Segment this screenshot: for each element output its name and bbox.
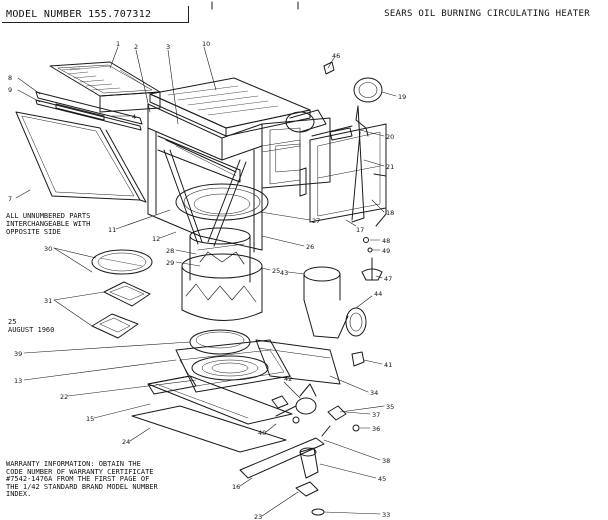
callout-label: 8 [8,74,12,82]
callout-label: 46 [332,52,340,60]
callout-label: 9 [8,86,12,94]
callout-label: 23 [254,513,262,520]
lower-side-panel [255,339,341,385]
callout-label: 4 [132,113,136,121]
duct-collar [285,109,327,133]
callout-label: 24 [122,438,130,446]
bottom-fittings [295,481,325,516]
inner-frame-rods [163,149,247,247]
bracket-parts [327,405,360,432]
callout-label: 33 [382,511,390,519]
callout-label: 29 [166,259,174,267]
callout-label: 30 [44,245,52,253]
callout-label: 1 [116,40,120,48]
callout-label: 41 [384,361,392,369]
combustion-pot [181,253,263,321]
base-rail [147,375,293,425]
callout-label: 17 [356,226,364,234]
callout-label: 40 [258,429,266,437]
base-plate [131,405,287,453]
callout-label: 28 [166,247,174,255]
callout-label: 10 [202,40,210,48]
callout-label: 47 [384,275,392,283]
callout-label: 38 [382,457,390,465]
callout-label: 11 [108,226,116,234]
small-screws [363,237,373,253]
callout-label: 2 [134,43,138,51]
callout-label: 27 [312,217,320,225]
callout-label: 22 [60,393,68,401]
callout-label: 35 [386,403,394,411]
warranty-information-note: WARRANTY INFORMATION: OBTAIN THE CODE NU… [6,460,158,499]
callout-label: 39 [14,350,22,358]
callout-label: 43 [280,269,288,277]
valve-assembly [271,383,317,424]
combustion-chamber-top [175,183,269,221]
callout-label: 25 [272,267,280,275]
leader-lines [15,46,397,517]
flue-elbow [303,266,367,339]
fuel-pan-39 [189,329,251,355]
callout-label: 42 [284,375,292,383]
callout-label: 19 [398,93,406,101]
revision-date-note: 25 AUGUST 1960 [8,318,55,334]
right-side-panel [309,123,387,223]
callout-label: 26 [306,243,314,251]
callout-label: 12 [152,235,160,243]
grate-pieces-31 [91,281,151,339]
side-bracket [329,127,353,141]
callout-label: 34 [370,389,378,397]
side-trim-strips [35,91,143,131]
callout-label: 48 [382,237,390,245]
unnumbered-parts-note: ALL UNNUMBERED PARTS INTERCHANGEABLE WIT… [6,212,91,236]
long-bracket [239,437,325,479]
callout-label: 31 [44,297,52,305]
lower-valve-body [299,425,331,479]
callout-numbers: 1 2 3 10 46 19 8 9 4 20 21 7 17 18 11 12… [8,40,406,520]
grate-plate-30 [91,249,153,275]
callout-label: 45 [378,475,386,483]
tie-rod [311,125,353,137]
callout-label: 37 [372,411,380,419]
callout-label: 44 [374,290,382,298]
callout-label: 36 [372,425,380,433]
control-rod [351,105,387,227]
diagram-title: SEARS OIL BURNING CIRCULATING HEATER [384,9,590,19]
valve-stem-47 [361,257,383,281]
control-ring-19 [353,77,383,103]
model-number: MODEL NUMBER 155.707312 [6,9,152,20]
callout-label: 49 [382,247,390,255]
clip-part-46 [323,61,335,75]
rear-side-panel [261,117,331,197]
model-number-box [2,6,189,23]
callout-label: 7 [8,195,12,203]
base-tray [175,339,291,393]
top-grille-panel [49,61,161,113]
callout-label: 21 [386,163,394,171]
callout-label: 20 [386,133,394,141]
callout-label: 15 [86,415,94,423]
callout-label: 16 [232,483,240,491]
fitting-41 [351,351,365,367]
callout-label: 3 [166,43,170,51]
cabinet-top [149,77,311,137]
callout-label: 18 [386,209,394,217]
front-door-panel [15,111,147,203]
callout-label: 13 [14,377,22,385]
